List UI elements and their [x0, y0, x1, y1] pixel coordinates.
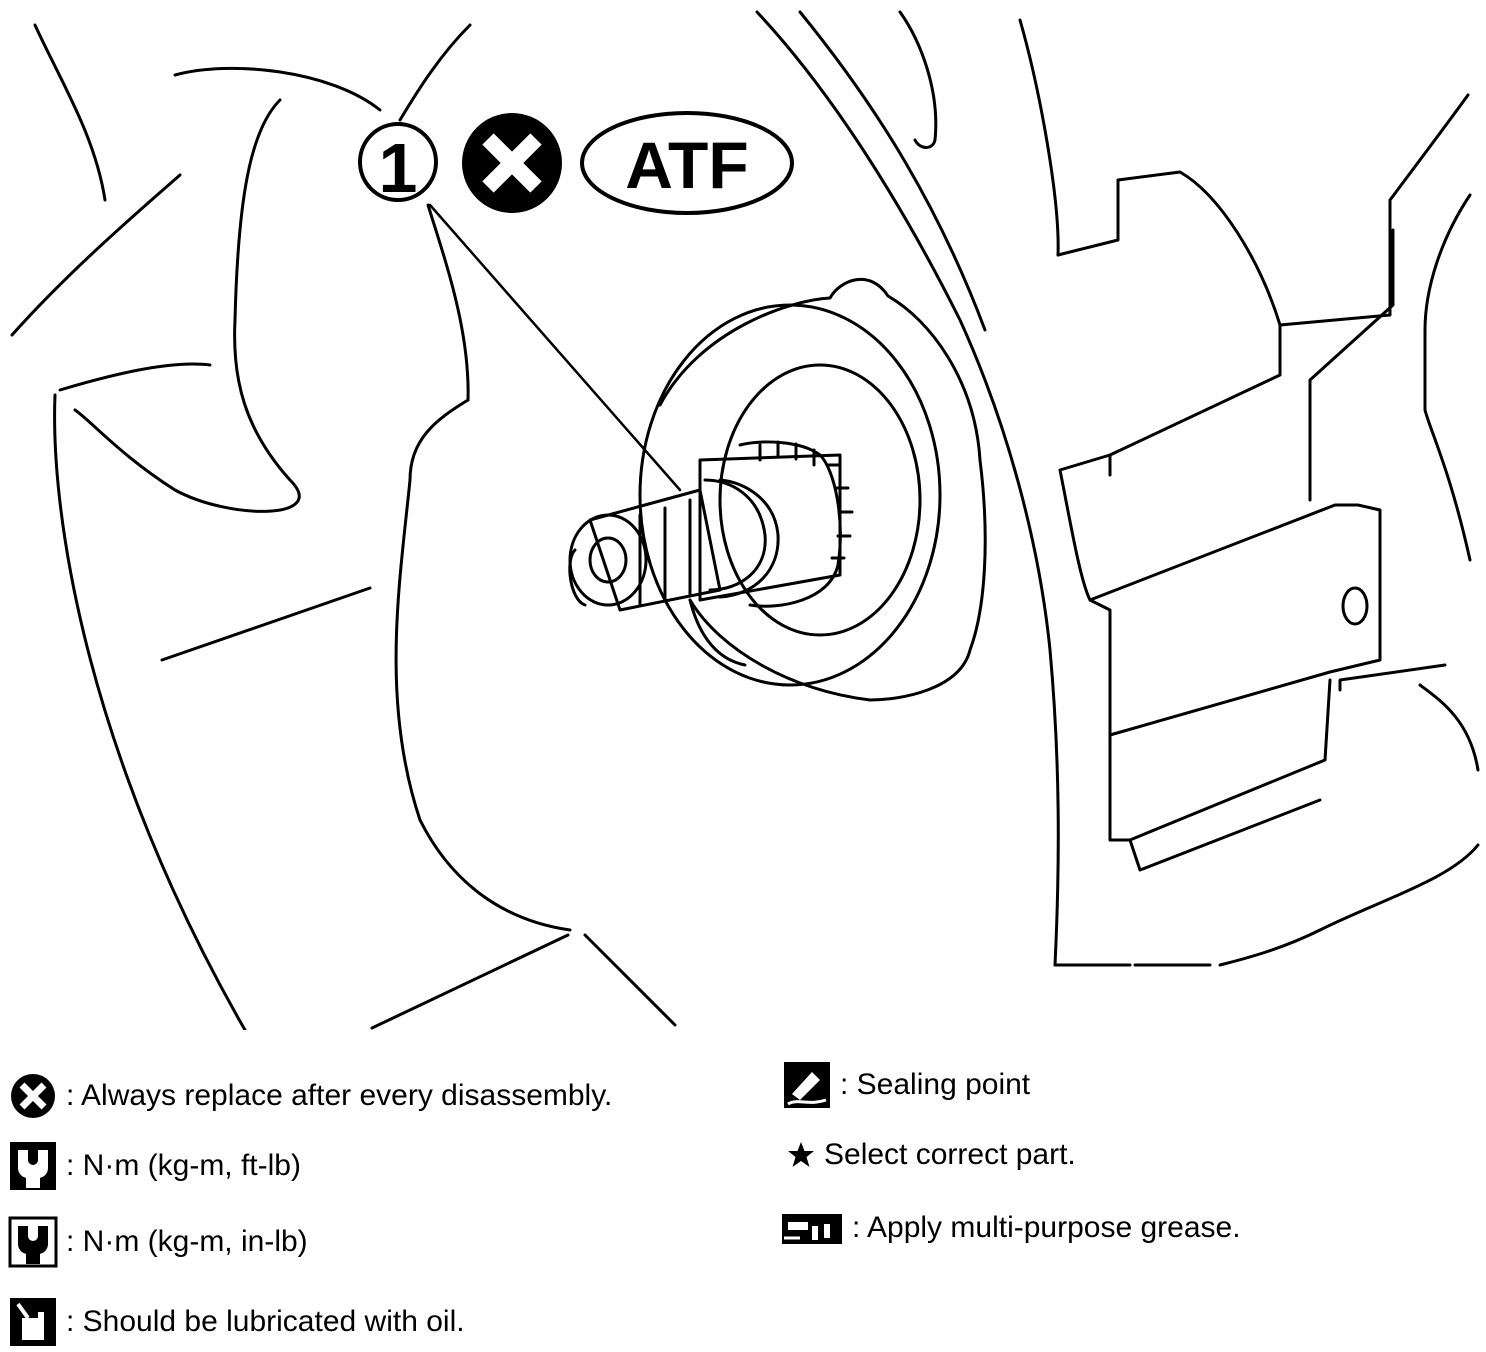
transmission-drawing: 1 ATF [10, 10, 1480, 1030]
output-flange [638, 277, 987, 702]
x-circle-icon [11, 1074, 55, 1118]
legend-item-torque-inlb: : N·m (kg-m, in-lb) [8, 1216, 308, 1268]
fluid-label: ATF [625, 128, 748, 202]
legend-item-select: Select correct part. [786, 1138, 1076, 1172]
legend-item-oil: : Should be lubricated with oil. [8, 1296, 465, 1348]
legend-item-grease: : Apply multi-purpose grease. [780, 1210, 1241, 1246]
atf-label: ATF [580, 111, 794, 215]
left-housing [10, 23, 677, 1030]
legend-text-sealing: : Sealing point [840, 1068, 1031, 1101]
leader-line [428, 203, 682, 492]
right-bracket [898, 10, 1480, 967]
oil-can-icon [10, 1298, 56, 1346]
legend-text-oil: : Should be lubricated with oil. [66, 1305, 465, 1338]
x-circle-icon [462, 113, 562, 213]
part-callout-1: 1 [358, 122, 438, 207]
grease-gun-icon [782, 1214, 842, 1244]
splined-shaft [568, 440, 854, 612]
legend-text-replace: : Always replace after every disassembly… [66, 1079, 613, 1112]
legend-item-torque-ftlb: : N·m (kg-m, ft-lb) [8, 1140, 301, 1192]
legend-item-replace: : Always replace after every disassembly… [8, 1072, 612, 1120]
legend-text-torque-ftlb: : N·m (kg-m, ft-lb) [66, 1149, 301, 1182]
legend-item-sealing: : Sealing point [782, 1060, 1030, 1110]
wrench-torque-icon [10, 1142, 56, 1190]
sealant-icon [784, 1062, 830, 1108]
center-housing [755, 10, 1060, 967]
wrench-torque-filled-icon [8, 1216, 58, 1268]
legend-text-select: Select correct part. [824, 1138, 1076, 1171]
legend-text-grease: : Apply multi-purpose grease. [852, 1211, 1241, 1244]
part-number: 1 [379, 129, 418, 207]
legend-text-torque-inlb: : N·m (kg-m, in-lb) [66, 1225, 308, 1258]
star-icon [788, 1142, 814, 1167]
